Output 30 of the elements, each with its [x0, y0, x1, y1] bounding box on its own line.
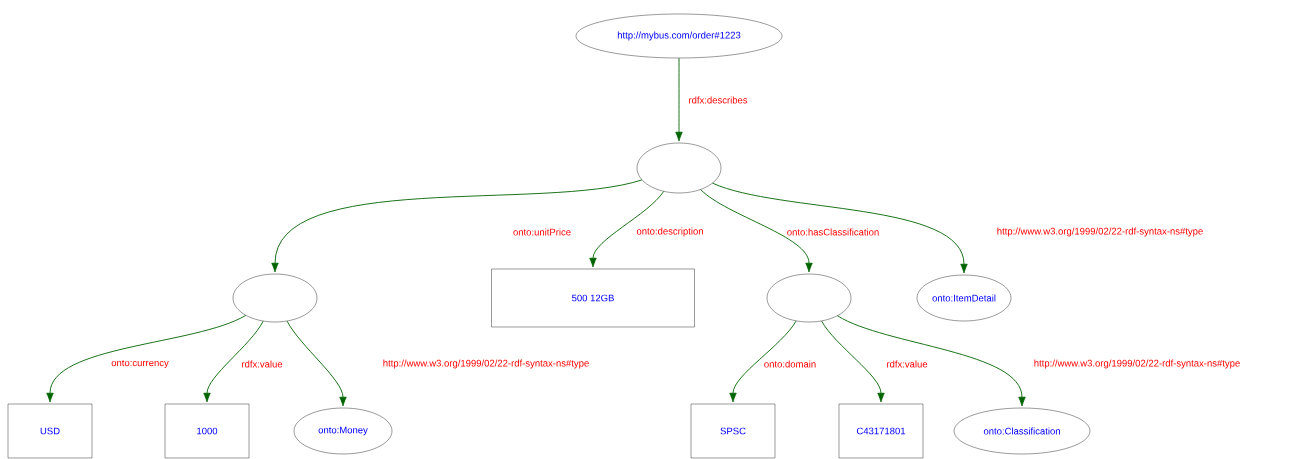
arrow — [589, 191, 665, 268]
resource-ellipse — [232, 273, 318, 323]
arrow — [675, 57, 683, 142]
edge-label: rdfx:value — [240, 359, 284, 369]
edge-label: rdfx:value — [885, 359, 929, 369]
arrow — [203, 320, 264, 403]
arrow — [821, 320, 885, 403]
edge-label: onto:hasClassification — [785, 227, 881, 237]
resource-ellipse — [636, 142, 722, 194]
arrow — [837, 315, 1026, 407]
edge-label: onto:description — [635, 226, 705, 238]
edge-label: onto:domain — [762, 359, 818, 369]
edge-label: http://www.w3.org/1999/02/22-rdf-syntax-ns#type — [1032, 358, 1242, 370]
literal-box: C43171801 — [838, 403, 924, 459]
edge-label: onto:currency — [110, 358, 170, 370]
edge-label: http://www.w3.org/1999/02/22-rdf-syntax-ns#type — [381, 358, 591, 370]
edge-label: onto:unitPrice — [511, 227, 573, 237]
edge-label: http://www.w3.org/1999/02/22-rdf-syntax-ns#type — [995, 226, 1205, 238]
literal-box: 1000 — [164, 403, 250, 459]
arrow — [271, 179, 643, 273]
arrow — [700, 189, 813, 273]
arrow — [729, 320, 797, 403]
arrow — [286, 320, 347, 407]
arrow — [712, 182, 968, 274]
resource-ellipse — [766, 273, 852, 323]
edge-label: rdfx:describes — [687, 95, 749, 105]
literal-box: 500 12GB — [491, 268, 695, 328]
literal-box: SPSC — [690, 403, 776, 459]
arrow — [46, 314, 247, 403]
literal-box: USD — [7, 403, 93, 459]
